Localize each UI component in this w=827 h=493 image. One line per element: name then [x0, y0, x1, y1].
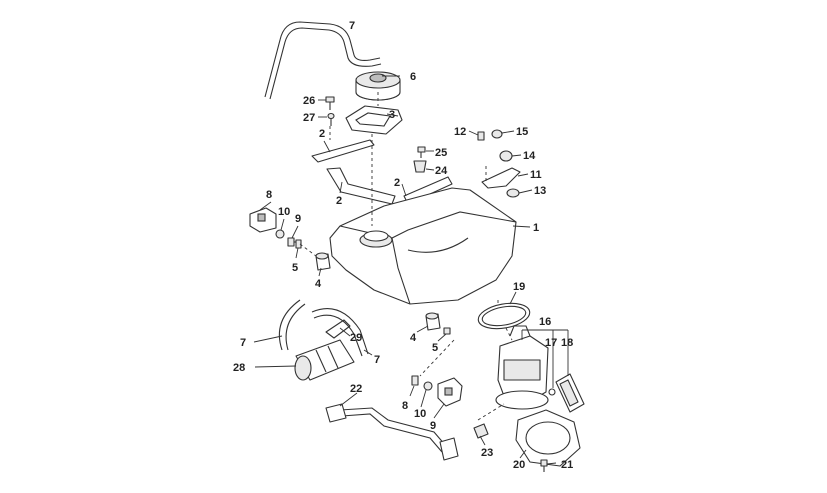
o-ring-19 [477, 302, 531, 330]
callout-7: 7 [349, 20, 355, 32]
washer-10b [423, 381, 433, 391]
callout-4: 4 [315, 278, 322, 290]
filter-28 [294, 339, 355, 381]
hose-7b [278, 299, 306, 351]
callout-4: 4 [410, 332, 417, 344]
callout-11: 11 [530, 169, 542, 181]
filler-gasket [345, 105, 403, 135]
assembly-lines [299, 92, 513, 421]
callout-labels: 7 6 26 3 27 2 12 15 25 14 24 11 2 13 8 2… [233, 20, 573, 471]
callout-3: 3 [389, 109, 395, 121]
callout-2: 2 [319, 128, 325, 140]
callout-7: 7 [374, 354, 380, 366]
bracket-11 [481, 167, 521, 189]
bracket-29 [325, 319, 351, 339]
fuel-pump-16 [495, 325, 549, 410]
callout-20: 20 [513, 459, 525, 471]
callout-8: 8 [402, 400, 408, 412]
mount-8a [249, 207, 277, 233]
callout-9: 9 [295, 213, 301, 225]
callout-14: 14 [523, 150, 536, 162]
callout-26: 26 [303, 95, 315, 107]
callout-13: 13 [534, 185, 546, 197]
callout-2: 2 [394, 177, 400, 189]
screw-25 [417, 146, 426, 158]
callout-7: 7 [240, 337, 246, 349]
bolt-12 [477, 131, 485, 141]
callout-8: 8 [266, 189, 272, 201]
callout-6: 6 [410, 71, 416, 83]
callout-5: 5 [432, 342, 438, 354]
callout-29: 29 [350, 332, 362, 344]
fuel-tank [329, 187, 517, 305]
bolt-5a [295, 239, 302, 249]
callout-10: 10 [414, 408, 426, 420]
callout-25: 25 [435, 147, 447, 159]
callout-22: 22 [350, 383, 362, 395]
callout-23: 23 [481, 447, 493, 459]
washer-27 [327, 112, 335, 126]
bushing-4a [315, 252, 331, 271]
screw-26 [325, 96, 335, 110]
callout-28: 28 [233, 362, 245, 374]
mount-9b [437, 377, 463, 407]
bolt-5b [443, 327, 451, 335]
callout-18: 18 [561, 337, 573, 349]
washer-10a [275, 229, 285, 239]
callout-15: 15 [516, 126, 528, 138]
callout-17: 17 [545, 337, 557, 349]
callout-16: 16 [539, 316, 551, 328]
ring-20 [515, 409, 581, 467]
strap-2a [311, 139, 375, 163]
vent-hose-top [264, 21, 382, 100]
callout-1: 1 [533, 222, 539, 234]
callout-5: 5 [292, 262, 298, 274]
hose-7c [311, 308, 369, 357]
grommet-14 [499, 150, 513, 162]
callout-2: 2 [336, 195, 342, 207]
callout-9: 9 [430, 420, 436, 432]
callout-27: 27 [303, 112, 315, 124]
bolt-8b [411, 375, 419, 386]
callout-21: 21 [561, 459, 573, 471]
fuel-line-22 [325, 403, 459, 461]
screw-21 [540, 459, 548, 472]
callout-19: 19 [513, 281, 525, 293]
nut-15 [491, 129, 503, 139]
o-ring-17 [548, 388, 556, 396]
grommet-24 [413, 160, 427, 173]
clip-23 [473, 423, 489, 439]
filter-18 [555, 373, 585, 413]
leader-lines [253, 75, 569, 465]
callout-24: 24 [435, 165, 448, 177]
callout-12: 12 [454, 126, 466, 138]
bushing-4b [425, 312, 441, 331]
strap-2b [326, 167, 396, 205]
nut-13 [506, 188, 520, 198]
callout-10: 10 [278, 206, 290, 218]
